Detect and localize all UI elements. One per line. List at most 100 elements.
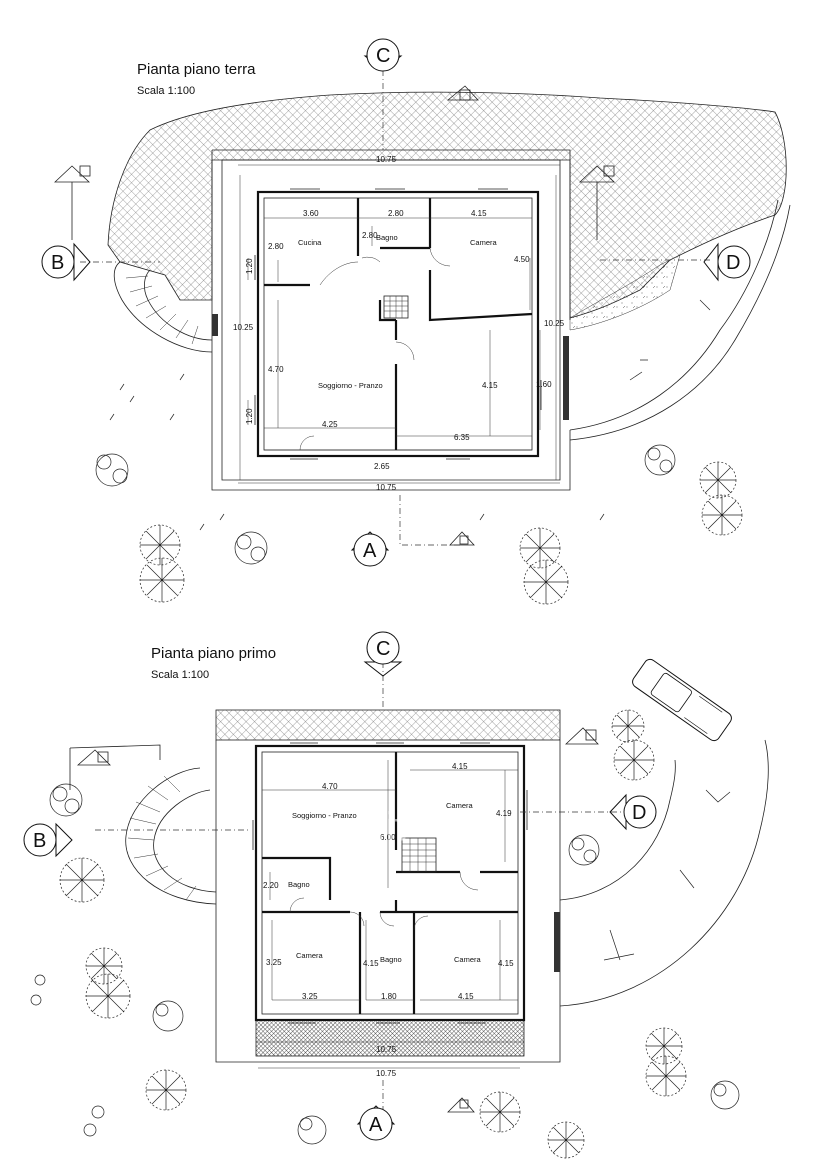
room-first-soggiorno: Soggiorno - Pranzo — [292, 811, 357, 820]
first-terrace-hatch — [255, 1019, 525, 1057]
first-house-inner — [261, 751, 519, 1015]
svg-text:D: D — [726, 252, 740, 274]
dim-window-a: 1.20 — [245, 258, 254, 274]
dim-first-soggiorno-w: 4.70 — [322, 782, 338, 791]
first-garden-curve-inner — [559, 759, 676, 901]
ground-house-inner — [263, 197, 533, 451]
dim-first-bottom-width: 10.75 — [376, 1069, 397, 1078]
ground-windows — [254, 188, 542, 460]
tree-ground-3 — [699, 461, 737, 499]
ground-floor-plan: Pianta piano terra Scala 1:100 10.75 — [41, 38, 791, 605]
room-cucina: Cucina — [298, 238, 322, 247]
ground-floor-title: Pianta piano terra — [137, 61, 256, 78]
first-windows — [252, 742, 528, 1024]
tree-first-5 — [613, 739, 655, 781]
terrace-inner — [221, 159, 561, 481]
svg-text:B: B — [51, 252, 64, 274]
marker-d-first: D — [609, 793, 657, 831]
tree-first-9 — [145, 1069, 187, 1111]
dim-first-bagno2-h: 4.15 — [363, 959, 379, 968]
car-icon — [632, 658, 732, 742]
dim-bagno-w: 2.80 — [388, 209, 404, 218]
marker-b-first: B — [23, 822, 73, 858]
tree-first-7 — [645, 1055, 687, 1097]
ground-spiral-stair — [113, 261, 218, 353]
dim-first-cam1-w: 3.25 — [302, 992, 318, 1001]
dim-soggiorno-h2: 4.15 — [482, 381, 498, 390]
tree-ground-6 — [523, 559, 569, 605]
door-cucina — [319, 261, 359, 286]
room-camera: Camera — [470, 238, 498, 247]
marker-d-ground: D — [703, 242, 751, 282]
dim-camera-h: 4.50 — [514, 255, 530, 264]
tree-first-3 — [85, 973, 131, 1019]
tree-first-8 — [479, 1091, 521, 1133]
marker-a-ground: A — [350, 531, 390, 567]
garden-curve — [569, 199, 779, 431]
first-spiral-stair — [69, 744, 217, 905]
tree-ground-1 — [139, 524, 181, 566]
room-first-camera2: Camera — [454, 955, 482, 964]
dim-left-height: 10.25 — [233, 323, 254, 332]
dim-first-bagno-h: 2.20 — [263, 881, 279, 890]
dim-first-camera-w: 4.15 — [452, 762, 468, 771]
first-wall-block — [554, 912, 560, 972]
ground-house-walls — [256, 190, 540, 458]
dim-first-bagno2-w: 1.80 — [381, 992, 397, 1001]
door-bagno — [361, 256, 381, 263]
first-roof-strip — [215, 709, 561, 741]
tree-first-2 — [85, 947, 123, 985]
dim-bagno-h: 2.80 — [362, 231, 378, 240]
marker-b-ground: B — [41, 242, 91, 282]
ground-floor-scale: Scala 1:100 — [137, 85, 195, 97]
dim-first-soggiorno-h: 6.00 — [380, 833, 396, 842]
tree-ground-4 — [701, 494, 743, 536]
door-entrance — [299, 435, 315, 451]
dim-first-cam2-w: 4.15 — [458, 992, 474, 1001]
first-stair — [401, 837, 437, 873]
svg-text:C: C — [376, 45, 390, 67]
view-markers-ground — [53, 85, 616, 546]
ground-partitions — [264, 198, 533, 450]
ground-vegetation — [95, 299, 743, 605]
dim-first-cam1-h: 3.25 — [266, 958, 282, 967]
dim-soggiorno-w1: 4.25 — [322, 420, 338, 429]
svg-text:A: A — [369, 1114, 383, 1136]
garden-curve-outer — [569, 204, 791, 441]
dim-bottom-width: 10.75 — [376, 483, 397, 492]
tree-first-10 — [547, 1121, 585, 1159]
marker-c-first: C — [363, 631, 403, 677]
room-first-camera1: Camera — [296, 951, 324, 960]
door-soggiorno — [395, 341, 415, 361]
view-markers-first — [76, 727, 599, 1113]
dim-soggiorno-w2: 6.35 — [454, 433, 470, 442]
first-dim-lines — [256, 760, 524, 1069]
dim-cucina-h: 2.80 — [268, 242, 284, 251]
dim-soggiorno-h: 4.70 — [268, 365, 284, 374]
room-first-bagno2: Bagno — [380, 955, 402, 964]
ground-stair — [383, 295, 409, 319]
dim-cucina-w: 3.60 — [303, 209, 319, 218]
marker-c-ground: C — [363, 38, 403, 72]
first-terrace-outline — [215, 740, 561, 1063]
section-line-a — [399, 495, 460, 546]
first-doors — [289, 871, 479, 931]
tree-first-4 — [611, 709, 645, 743]
tree-first-1 — [59, 857, 105, 903]
door-camera — [429, 247, 451, 267]
dim-right-height: 10.25 — [544, 319, 565, 328]
first-vegetation — [30, 709, 740, 1159]
dim-top-width: 10.75 — [376, 155, 397, 164]
dim-bottom-inner: 2.65 — [374, 462, 390, 471]
first-floor-title: Pianta piano primo — [151, 645, 276, 662]
dim-camera-w: 4.15 — [471, 209, 487, 218]
dim-right-small: 1.60 — [536, 380, 552, 389]
first-floor-scale: Scala 1:100 — [151, 669, 209, 681]
dim-first-cam2-h: 4.15 — [498, 959, 514, 968]
marker-a-first: A — [356, 1105, 396, 1141]
room-bagno: Bagno — [376, 233, 398, 242]
dim-first-terrace-w: 10.75 — [376, 1045, 397, 1054]
first-floor-plan: Pianta piano primo Scala 1:100 4.70 4.15… — [23, 631, 769, 1159]
tree-ground-5 — [519, 527, 561, 569]
